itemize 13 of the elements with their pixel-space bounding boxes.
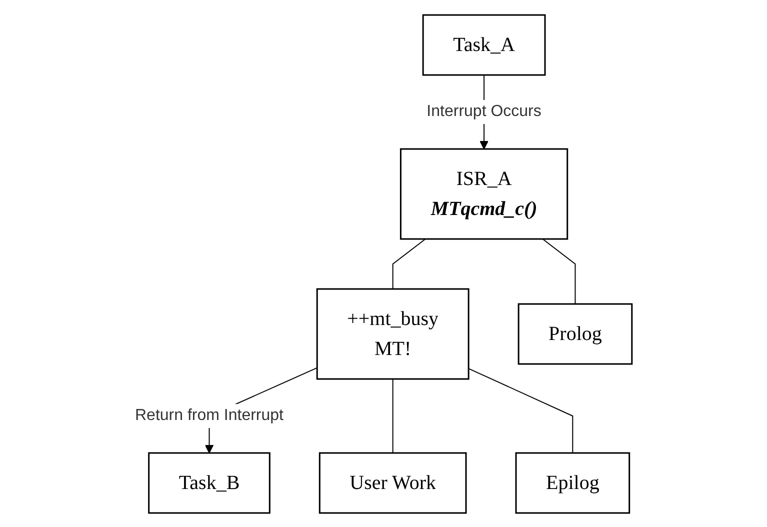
edge-label: Interrupt Occurs: [426, 102, 542, 120]
edge-label: Return from Interrupt: [135, 406, 284, 424]
node-box: ISR_A MTqcmd_c(): [400, 148, 568, 240]
connector: [542, 238, 576, 304]
connector: [468, 368, 574, 453]
node-box: Prolog: [518, 302, 633, 364]
node-box: Epilog: [515, 452, 630, 514]
connector: [392, 378, 394, 453]
node-box: ++mt_busy MT!: [316, 288, 470, 380]
node-box: Task_B: [148, 452, 270, 514]
connector: [392, 238, 426, 289]
node-box: User Work: [318, 452, 467, 514]
node-box: Task_A: [422, 14, 546, 76]
